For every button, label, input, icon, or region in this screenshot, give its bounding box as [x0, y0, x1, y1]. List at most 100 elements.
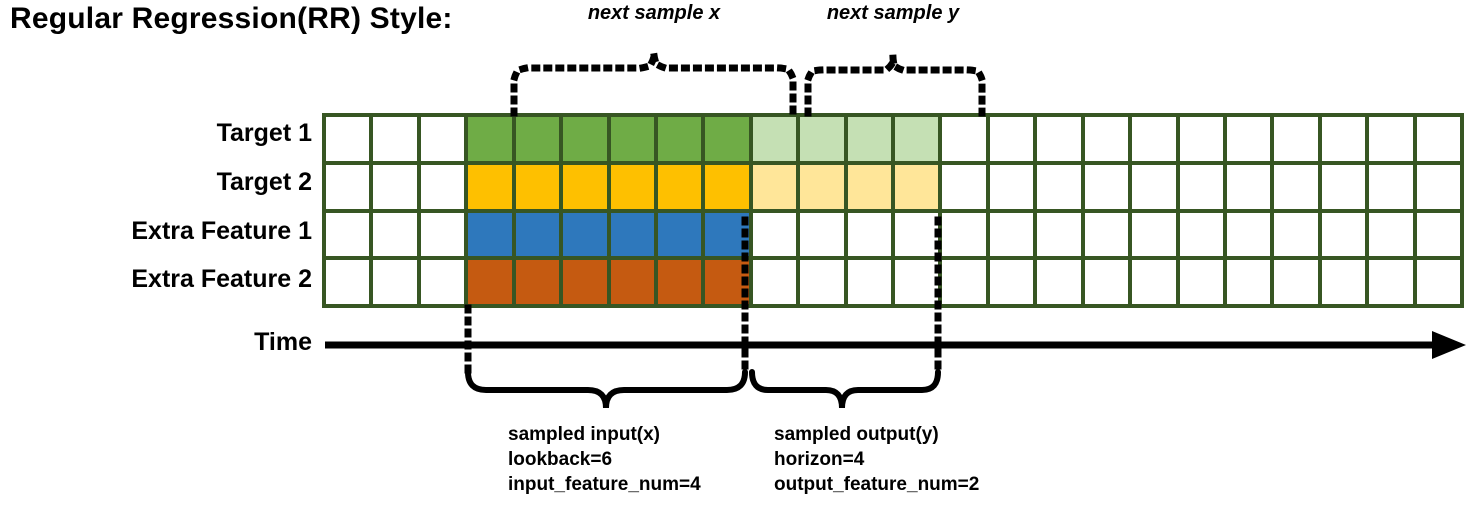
grid-cell-input-r1-c4 [468, 117, 512, 161]
grid-cell-empty-r3-c18 [1132, 212, 1176, 257]
time-axis-label: Time [254, 328, 312, 356]
grid-cell-empty-r4-c13 [895, 260, 939, 304]
grid-cell-empty-r4-c14 [942, 260, 986, 304]
grid-cell-empty-r4-c12 [847, 260, 891, 304]
grid-cell-empty-r1-c15 [989, 117, 1034, 161]
grid-cell-empty-r1-c22 [1321, 117, 1366, 161]
grid-cell-empty-r3-c19 [1179, 212, 1223, 257]
grid-cell-empty-r3-c14 [942, 212, 986, 257]
grid-cell-input-r2-c6 [563, 164, 607, 209]
grid-cell-input-r2-c5 [515, 164, 560, 209]
grid-cell-empty-r3-c22 [1321, 212, 1366, 257]
grid-cell-empty-r4-c18 [1132, 260, 1176, 304]
grid-cell-empty-r2-c18 [1132, 164, 1176, 209]
grid-cell-input-r4-c5 [515, 260, 560, 304]
grid-cell-input-r2-c9 [705, 164, 749, 209]
grid-cell-input-r1-c5 [515, 117, 560, 161]
timeseries-grid [322, 113, 1464, 308]
grid-cell-empty-r3-c10 [752, 212, 797, 257]
grid-cell-empty-r3-c17 [1084, 212, 1129, 257]
grid-cell-empty-r2-c2 [373, 164, 417, 209]
grid-cell-empty-r4-c10 [752, 260, 797, 304]
grid-cell-input-r4-c8 [657, 260, 702, 304]
grid-cell-input-r1-c7 [610, 117, 654, 161]
grid-cell-input-r1-c8 [657, 117, 702, 161]
grid-cell-empty-r2-c17 [1084, 164, 1129, 209]
grid-cell-empty-r2-c16 [1037, 164, 1081, 209]
grid-cell-empty-r1-c17 [1084, 117, 1129, 161]
grid-cell-empty-r4-c23 [1369, 260, 1413, 304]
annotation-line: input_feature_num=4 [508, 474, 701, 495]
annotation-next-sample-y: next sample y [826, 2, 960, 24]
grid-cell-empty-r4-c20 [1226, 260, 1271, 304]
grid-cell-empty-r3-c3 [420, 212, 465, 257]
grid-cell-empty-r4-c3 [420, 260, 465, 304]
grid-cell-input-r1-c9 [705, 117, 749, 161]
grid-cell-input-r2-c4 [468, 164, 512, 209]
grid-cell-empty-r2-c15 [989, 164, 1034, 209]
annotation-sampled-output: sampled output(y) horizon=4 output_feature… [774, 422, 979, 497]
grid-cell-input-r4-c6 [563, 260, 607, 304]
grid-cell-empty-r1-c14 [942, 117, 986, 161]
grid-cell-empty-r3-c21 [1274, 212, 1318, 257]
grid-cell-empty-r3-c2 [373, 212, 417, 257]
grid-cell-empty-r4-c1 [326, 260, 370, 304]
annotation-line: sampled output(y) [774, 424, 939, 445]
grid-cell-empty-r2-c24 [1416, 164, 1460, 209]
annotation-line: lookback=6 [508, 449, 613, 470]
grid-cell-input-r3-c9 [705, 212, 749, 257]
grid-cell-empty-r3-c20 [1226, 212, 1271, 257]
grid-cell-output-r1-c13 [895, 117, 939, 161]
grid-cell-empty-r1-c19 [1179, 117, 1223, 161]
grid-cell-empty-r1-c1 [326, 117, 370, 161]
annotation-line: horizon=4 [774, 449, 865, 470]
annotation-line: output_feature_num=2 [774, 474, 980, 495]
brace-sampled-input [465, 369, 748, 409]
grid-cell-empty-r2-c21 [1274, 164, 1318, 209]
grid-cell-empty-r2-c14 [942, 164, 986, 209]
grid-cell-empty-r3-c1 [326, 212, 370, 257]
grid-cell-input-r2-c8 [657, 164, 702, 209]
grid-cell-input-r1-c6 [563, 117, 607, 161]
grid-cell-output-r1-c11 [800, 117, 844, 161]
grid-cell-empty-r4-c15 [989, 260, 1034, 304]
grid-cell-empty-r2-c22 [1321, 164, 1366, 209]
grid-cell-empty-r1-c20 [1226, 117, 1271, 161]
grid-cell-empty-r1-c16 [1037, 117, 1081, 161]
grid-cell-input-r4-c9 [705, 260, 749, 304]
annotation-sampled-input: sampled input(x) lookback=6 input_feature_… [508, 422, 701, 497]
annotation-next-sample-x: next sample x [587, 2, 721, 24]
grid-cell-input-r3-c6 [563, 212, 607, 257]
grid-cell-empty-r1-c3 [420, 117, 465, 161]
grid-cell-empty-r3-c16 [1037, 212, 1081, 257]
grid-cell-empty-r4-c2 [373, 260, 417, 304]
grid-cell-empty-r1-c18 [1132, 117, 1176, 161]
grid-cell-empty-r1-c23 [1369, 117, 1413, 161]
grid-cell-empty-r2-c23 [1369, 164, 1413, 209]
grid-cell-empty-r2-c19 [1179, 164, 1223, 209]
grid-cell-empty-r3-c12 [847, 212, 891, 257]
dotted-brace-next-sample-y [804, 56, 986, 117]
grid-cell-input-r3-c5 [515, 212, 560, 257]
time-axis-arrowhead [1432, 331, 1466, 359]
grid-cell-output-r2-c12 [847, 164, 891, 209]
row-label-extra-feature-2: Extra Feature 2 [131, 265, 312, 294]
grid-cell-empty-r4-c24 [1416, 260, 1460, 304]
grid-cell-empty-r1-c21 [1274, 117, 1318, 161]
grid-cell-empty-r3-c13 [895, 212, 939, 257]
grid-cell-empty-r4-c11 [800, 260, 844, 304]
annotation-line: sampled input(x) [508, 424, 661, 445]
grid-cell-empty-r1-c24 [1416, 117, 1460, 161]
grid-cell-empty-r3-c23 [1369, 212, 1413, 257]
grid-cell-empty-r4-c22 [1321, 260, 1366, 304]
grid-cell-input-r3-c8 [657, 212, 702, 257]
grid-cell-empty-r3-c15 [989, 212, 1034, 257]
grid-cell-empty-r4-c16 [1037, 260, 1081, 304]
page-title: Regular Regression(RR) Style: [10, 2, 453, 35]
grid-cell-empty-r4-c21 [1274, 260, 1318, 304]
grid-cell-empty-r2-c1 [326, 164, 370, 209]
grid-cell-output-r1-c12 [847, 117, 891, 161]
grid-cell-empty-r1-c2 [373, 117, 417, 161]
grid-cell-input-r3-c4 [468, 212, 512, 257]
